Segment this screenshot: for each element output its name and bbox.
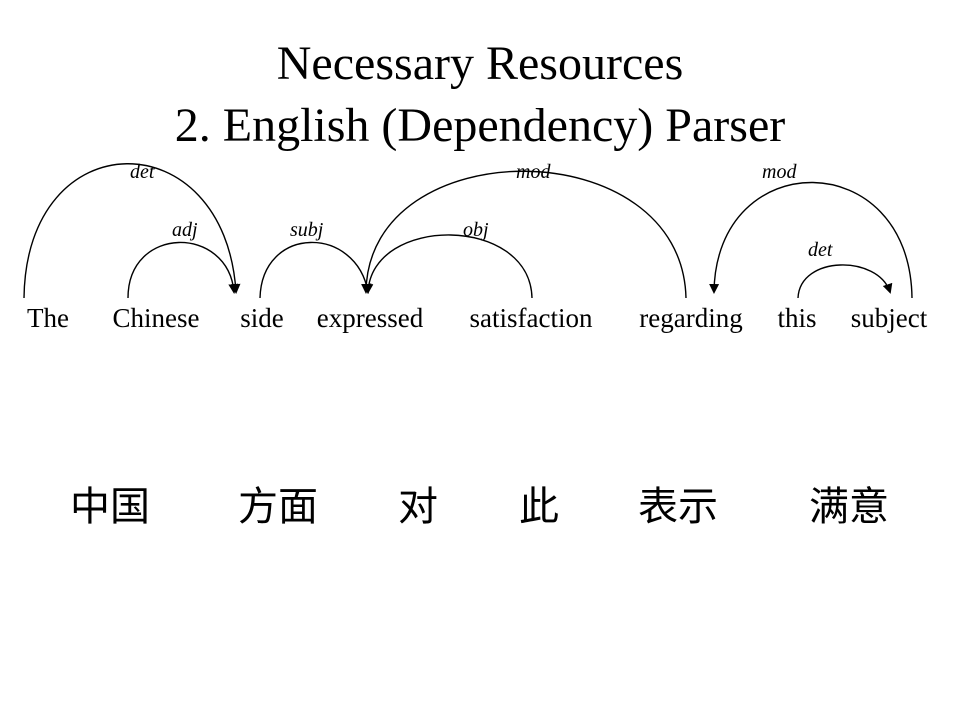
dependency-arc-obj-satisfaction [363, 234, 533, 299]
slide-title: Necessary Resources [276, 37, 684, 90]
english-word-expressed: expressed [316, 303, 424, 333]
dependency-arc-det-this [797, 264, 893, 299]
dependency-label-adj: adj [172, 219, 198, 241]
slide-subtitle: 2. English (Dependency) Parser [174, 99, 786, 152]
chinese-word-zhongguo: 中国 [70, 484, 150, 530]
dependency-label-det: det [130, 161, 155, 183]
english-word-side: side [240, 303, 284, 333]
dependency-arc-adj-chinese [127, 241, 239, 299]
dependency-arc-det-the [23, 163, 241, 299]
chinese-word-manyi: 满意 [809, 484, 889, 530]
dependency-label-obj: obj [463, 219, 489, 241]
dependency-arc-mod-subject [709, 181, 913, 299]
dependency-arc-subj-side [259, 241, 372, 299]
english-word-chinese: Chinese [112, 303, 200, 333]
english-word-the: The [27, 303, 69, 333]
chinese-word-fangmian: 方面 [238, 484, 318, 530]
dependency-arc-mod-regarding [361, 170, 687, 299]
chinese-word-dui: 对 [398, 484, 438, 530]
chinese-word-ci: 此 [519, 484, 559, 530]
chinese-word-biaoshi: 表示 [638, 484, 718, 530]
dependency-label-det-2: det [808, 239, 833, 261]
english-word-this: this [777, 303, 817, 333]
dependency-label-mod-2: mod [762, 161, 797, 183]
dependency-label-mod: mod [516, 161, 551, 183]
english-word-subject: subject [850, 303, 928, 333]
dependency-label-subj: subj [290, 219, 324, 241]
english-word-regarding: regarding [639, 303, 743, 333]
english-word-satisfaction: satisfaction [469, 303, 593, 333]
